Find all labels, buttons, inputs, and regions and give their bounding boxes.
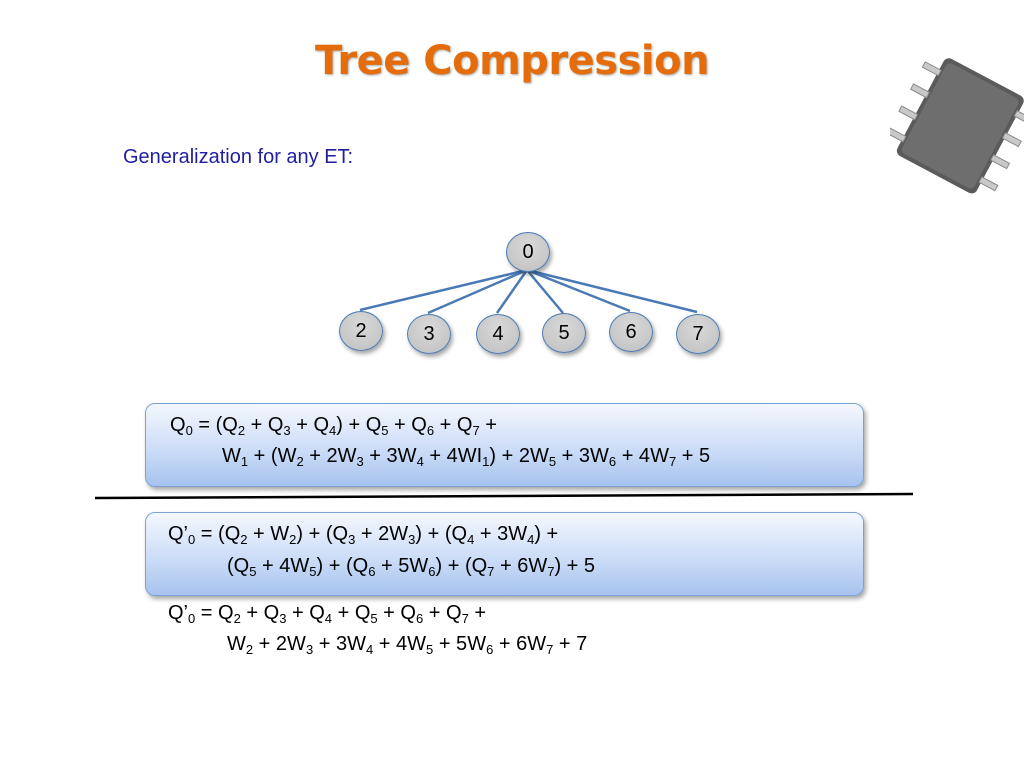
slide-title: Tree Compression [314, 38, 710, 84]
tree-edge [526, 268, 631, 313]
tree-edge [427, 268, 528, 315]
tree-node-child: 2 [339, 311, 383, 351]
equation-q0-prime-line1: Q’0 = (Q2 + W2) + (Q3 + 2W3) + (Q4 + 3W4… [168, 523, 559, 547]
equation-box-q0 [145, 403, 864, 487]
equation-q0-prime-expanded-line1: Q’0 = Q2 + Q3 + Q4 + Q5 + Q6 + Q7 + [168, 602, 487, 626]
equation-q0-line1: Q0 = (Q2 + Q3 + Q4) + Q5 + Q6 + Q7 + [170, 414, 497, 438]
tree-edge [526, 269, 564, 314]
tree-diagram: 0 2 3 4 5 6 7 [320, 220, 740, 370]
equation-q0-line2: W1 + (W2 + 2W3 + 3W4 + 4WI1) + 2W5 + 3W6… [222, 445, 711, 469]
equation-q0-prime-expanded-line2: W2 + 2W3 + 3W4 + 4W5 + 5W6 + 6W7 + 7 [227, 633, 588, 657]
tree-node-child: 7 [676, 314, 720, 354]
slide-subtitle: Generalization for any ET: [123, 146, 354, 168]
tree-node-child: 3 [407, 314, 451, 354]
tree-node-child: 4 [476, 314, 520, 354]
tree-edge [495, 269, 529, 314]
tree-edge [359, 268, 528, 312]
tree-node-child: 5 [542, 313, 586, 353]
tree-edges [359, 268, 698, 315]
tree-node-child: 6 [609, 312, 653, 352]
equation-q0-prime-line2: (Q5 + 4W5) + (Q6 + 5W6) + (Q7 + 6W7) + 5 [227, 555, 596, 579]
tree-node-root: 0 [506, 232, 550, 272]
ic-chip-image [890, 58, 1024, 194]
tree-edge [526, 268, 698, 314]
equation-box-q0-prime [145, 512, 864, 596]
